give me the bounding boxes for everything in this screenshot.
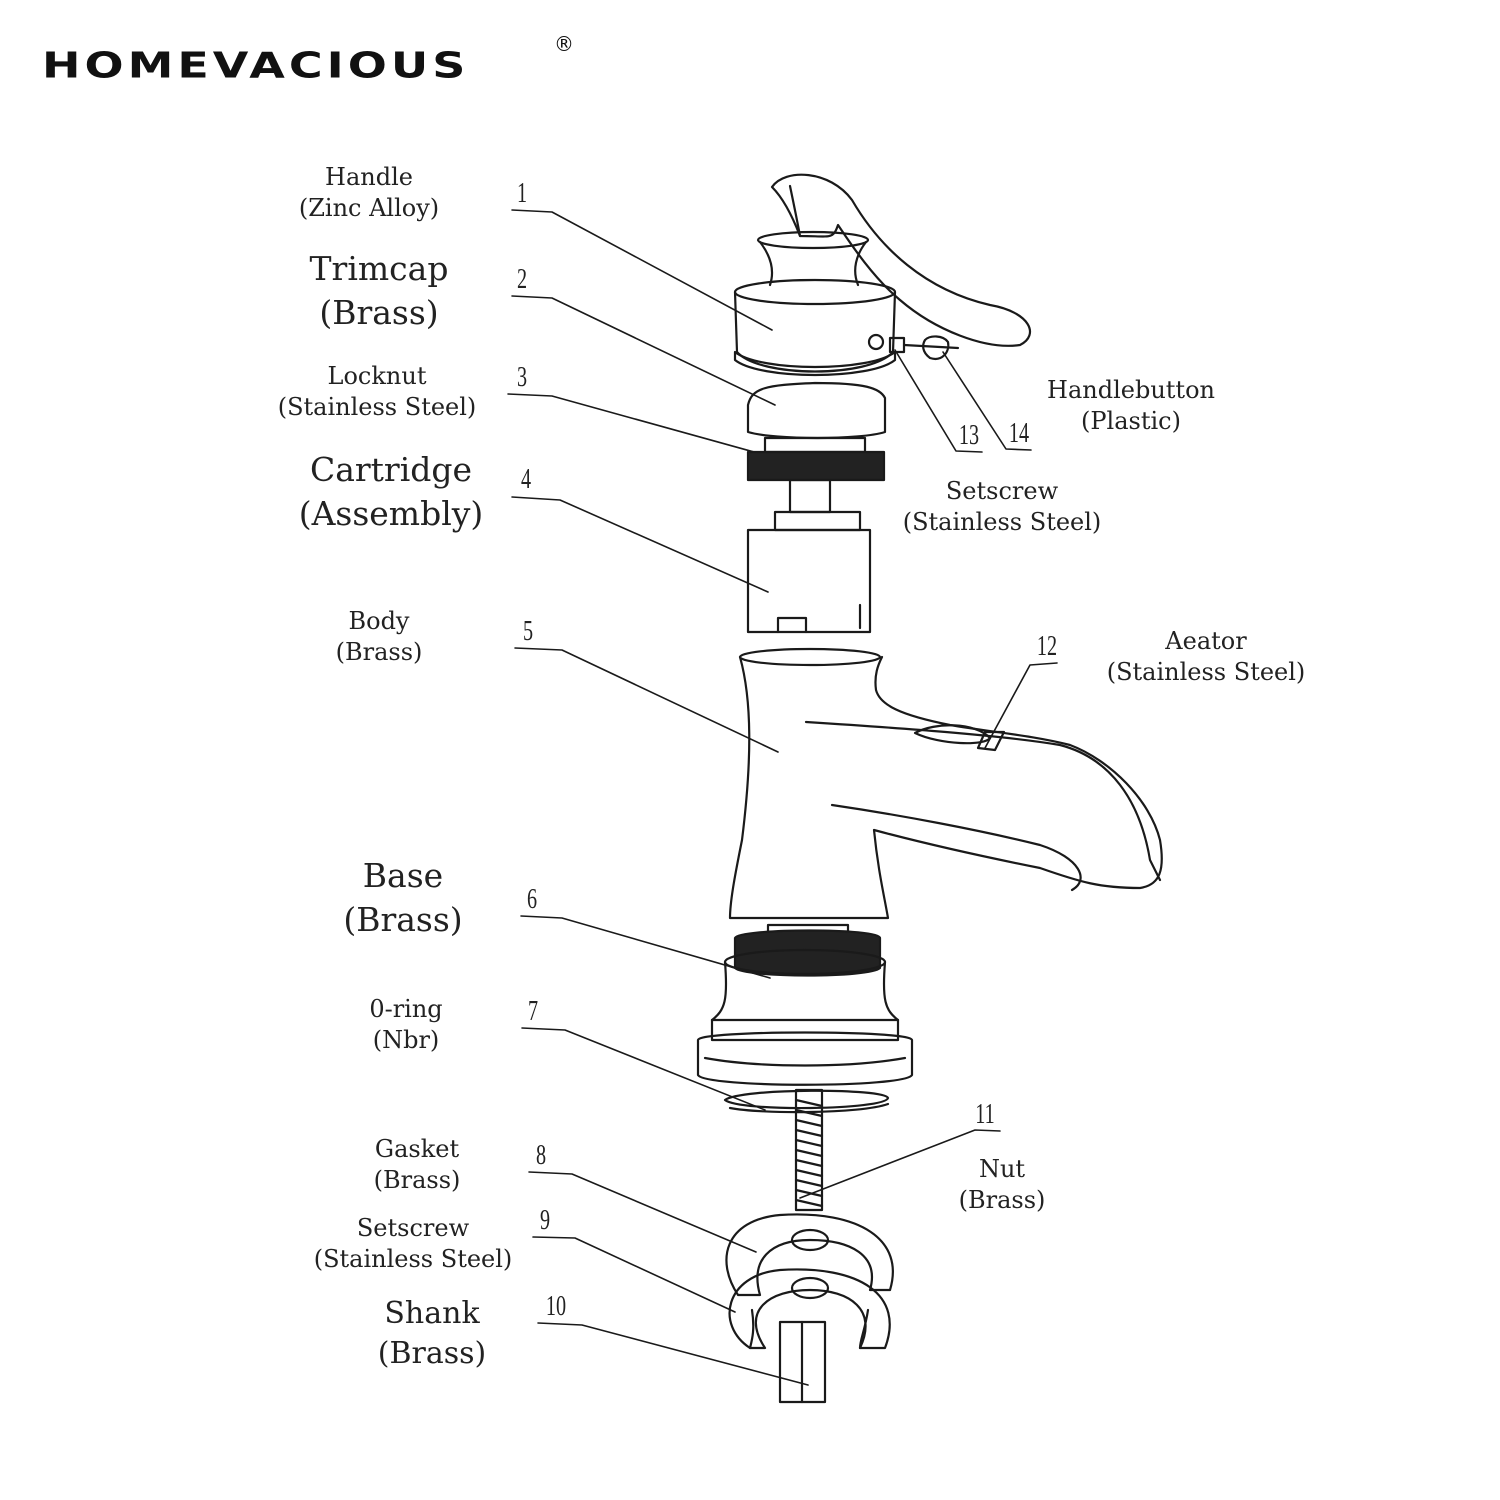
label-handlebutton-material: (Plastic) — [1081, 406, 1181, 435]
label-setscrew-upper-name: Setscrew — [945, 477, 1059, 505]
label-setscrew-lower-material: (Stainless Steel) — [313, 1244, 513, 1273]
label-handlebutton-name: Handlebutton — [1047, 376, 1215, 404]
label-gasket-name: Gasket — [374, 1135, 460, 1163]
label-base: Base (Brass) — [343, 854, 462, 942]
label-aeator-material: (Stainless Steel) — [1106, 657, 1306, 686]
body-part — [728, 647, 1163, 920]
leader-7 — [521, 1027, 766, 1111]
label-cartridge: Cartridge (Assembly) — [299, 448, 484, 536]
part-number-12: 12 — [1036, 631, 1058, 662]
label-shank-material: (Brass) — [377, 1335, 487, 1371]
label-handle-name: Handle — [325, 163, 413, 191]
label-locknut-material: (Stainless Steel) — [277, 392, 477, 421]
leader-4 — [511, 496, 769, 593]
label-handlebutton: Handlebutton (Plastic) — [1047, 375, 1215, 436]
part-number-10: 10 — [545, 1291, 567, 1322]
label-o-ring-material: (Nbr) — [372, 1025, 440, 1054]
leader-12 — [984, 662, 1058, 749]
label-body-material: (Brass) — [335, 637, 423, 666]
label-cartridge-name: Cartridge — [309, 450, 473, 489]
part-number-6: 6 — [526, 884, 538, 915]
leader-2 — [511, 295, 776, 406]
label-nut: Nut (Brass) — [959, 1154, 1046, 1215]
label-setscrew-upper: Setscrew (Stainless Steel) — [903, 476, 1102, 537]
leader-lines — [507, 209, 1058, 1386]
label-setscrew-lower-name: Setscrew — [356, 1214, 470, 1242]
stud-part — [794, 1088, 824, 1212]
brand-logo: HOMEVACIOUS — [42, 44, 470, 87]
part-number-1: 1 — [516, 178, 528, 209]
label-o-ring-name: 0-ring — [369, 995, 443, 1023]
part-number-4: 4 — [520, 464, 532, 495]
base-part — [696, 923, 914, 1086]
label-o-ring: 0-ring (Nbr) — [369, 994, 442, 1055]
label-nut-name: Nut — [978, 1155, 1026, 1183]
leader-9 — [532, 1236, 736, 1313]
label-nut-material: (Brass) — [958, 1185, 1046, 1214]
leader-11 — [799, 1129, 1001, 1199]
part-number-2: 2 — [516, 264, 528, 295]
handle-part — [733, 173, 1031, 377]
label-gasket-material: (Brass) — [373, 1165, 461, 1194]
leader-14 — [942, 351, 1032, 451]
leader-1 — [511, 209, 773, 331]
label-cartridge-material: (Assembly) — [298, 493, 484, 533]
o-ring-part — [723, 1089, 890, 1114]
leader-13 — [894, 349, 983, 453]
label-handle-material: (Zinc Alloy) — [298, 193, 440, 222]
label-aeator-name: Aeator — [1165, 627, 1247, 655]
label-setscrew-lower: Setscrew (Stainless Steel) — [314, 1213, 513, 1274]
part-number-3: 3 — [516, 362, 528, 393]
part-number-7: 7 — [527, 996, 539, 1027]
shank-part — [778, 1320, 827, 1404]
part-number-14: 14 — [1008, 418, 1030, 449]
label-setscrew-upper-material: (Stainless Steel) — [902, 507, 1102, 536]
part-number-8: 8 — [535, 1140, 547, 1171]
cartridge-part — [746, 478, 872, 634]
part-number-9: 9 — [539, 1205, 551, 1236]
label-shank: Shank (Brass) — [378, 1294, 486, 1374]
trimcap-part — [746, 381, 887, 440]
gasket-part — [725, 1213, 894, 1297]
leader-3 — [507, 393, 773, 458]
leader-6 — [520, 915, 771, 979]
label-base-material: (Brass) — [343, 899, 463, 939]
part-number-13: 13 — [958, 420, 980, 451]
label-trimcap-name: Trimcap — [309, 249, 449, 288]
locknut-part — [746, 436, 886, 482]
registered-mark: ® — [554, 32, 574, 56]
label-trimcap: Trimcap (Brass) — [310, 247, 449, 335]
label-trimcap-material: (Brass) — [319, 292, 439, 332]
part-number-5: 5 — [522, 616, 534, 647]
label-handle: Handle (Zinc Alloy) — [299, 162, 439, 223]
label-base-name: Base — [362, 856, 444, 895]
label-locknut-name: Locknut — [327, 362, 427, 390]
label-gasket: Gasket (Brass) — [374, 1134, 461, 1195]
nut-part — [728, 1268, 891, 1350]
leader-5 — [514, 647, 779, 753]
leader-8 — [528, 1171, 757, 1253]
label-shank-name: Shank — [384, 1296, 480, 1331]
leader-10 — [537, 1322, 809, 1386]
label-body: Body (Brass) — [336, 606, 423, 667]
label-body-name: Body — [348, 607, 410, 635]
label-locknut: Locknut (Stainless Steel) — [278, 361, 477, 422]
part-number-11: 11 — [975, 1099, 995, 1130]
label-aeator: Aeator (Stainless Steel) — [1107, 626, 1306, 687]
